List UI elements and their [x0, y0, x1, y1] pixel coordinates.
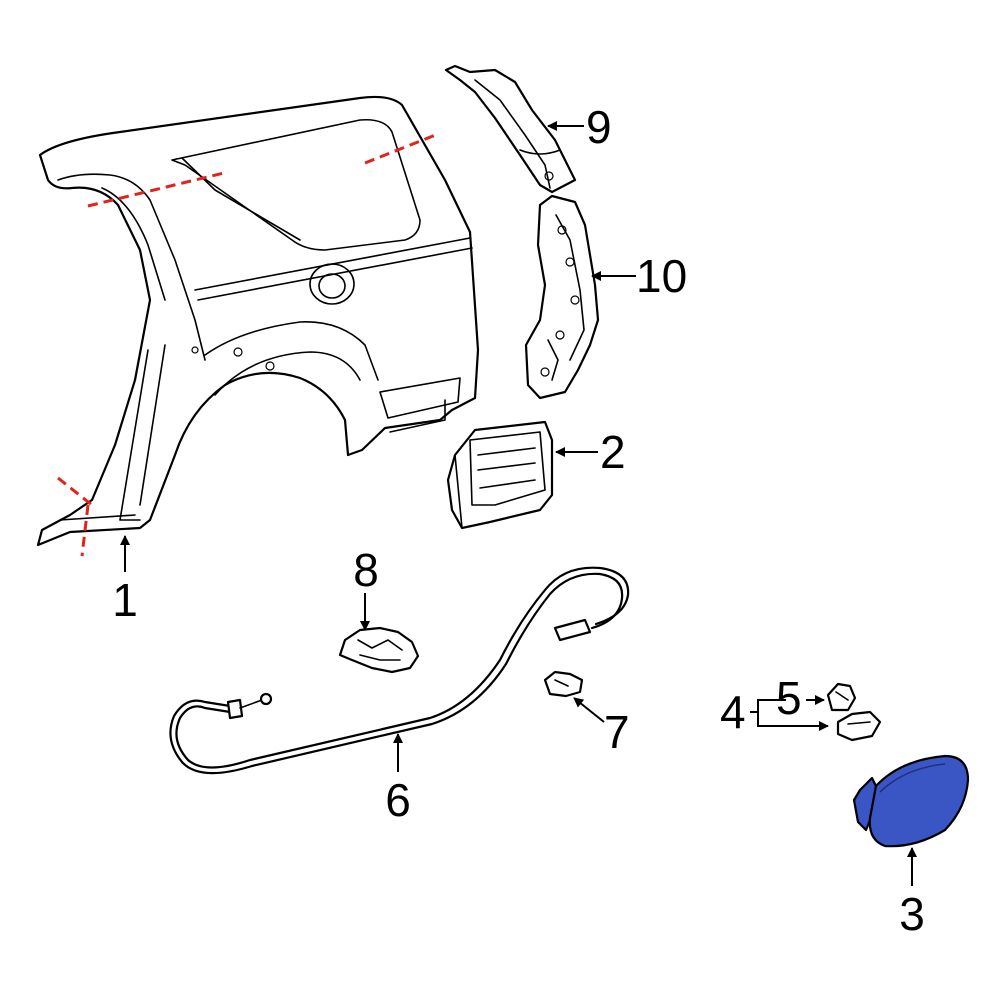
callout-7: 7 — [604, 706, 630, 758]
quarter-panel-part[interactable] — [36, 95, 480, 547]
callout-1: 1 — [112, 574, 138, 626]
leader-lines — [120, 121, 917, 886]
callout-4: 4 — [720, 686, 746, 738]
fuel-door-part[interactable] — [852, 754, 970, 848]
callout-8: 8 — [353, 544, 379, 596]
opener-lock-part[interactable] — [338, 626, 420, 674]
fuel-door-housing-part[interactable] — [446, 420, 554, 530]
callout-5: 5 — [776, 672, 802, 724]
callout-labels: 1 2 3 4 5 6 7 8 9 10 — [112, 101, 925, 940]
inner-pillar-lower-part[interactable] — [524, 194, 600, 400]
callout-9: 9 — [586, 101, 612, 153]
callout-6: 6 — [385, 774, 411, 826]
bumper-large-part[interactable] — [836, 710, 882, 742]
release-cable-part[interactable] — [169, 566, 630, 775]
callout-3: 3 — [899, 888, 925, 940]
cable-clip-part[interactable] — [543, 670, 584, 698]
cut-lines — [57, 132, 439, 557]
leader-7 — [573, 697, 605, 723]
leader-4 — [750, 699, 786, 713]
leader-4b — [757, 712, 829, 731]
bumper-small-part[interactable] — [826, 682, 857, 712]
callout-10: 10 — [636, 250, 687, 302]
callout-2: 2 — [600, 426, 626, 478]
inner-pillar-upper-part[interactable] — [444, 64, 577, 194]
